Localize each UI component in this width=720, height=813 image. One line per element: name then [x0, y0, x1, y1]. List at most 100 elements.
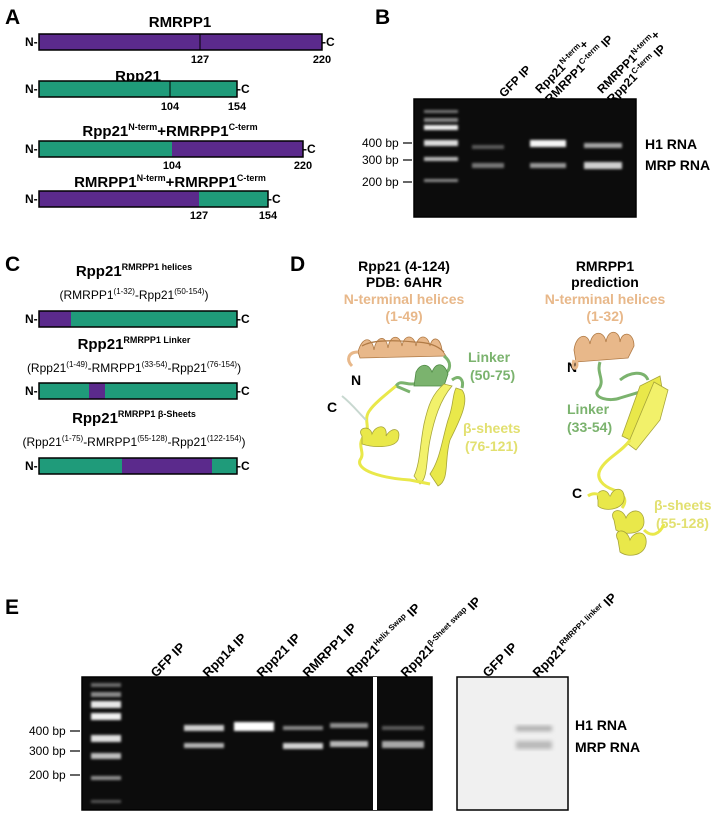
- linker-range: (33-54): [567, 419, 612, 435]
- ladder-band: [91, 735, 121, 742]
- size-marker: 300 bp: [362, 153, 399, 167]
- ladder-band: [91, 701, 121, 708]
- construct-subtitle: (Rpp21(1-75)-RMRPP1(55-128)-Rpp21(122-15…: [22, 434, 245, 449]
- panel-b: B GFP IP Rpp21N-term+ RMRPP1C-term IP RM…: [362, 6, 710, 218]
- linker-label: Linker: [567, 401, 610, 417]
- gel-band: [283, 726, 323, 730]
- gel-bands-e-right: [516, 726, 552, 749]
- lane-label: Rpp21 IP: [254, 630, 304, 680]
- construct-title: Rpp21RMRPP1 helices: [76, 262, 192, 280]
- gel-band: [584, 162, 622, 169]
- construct-subtitle: (RMRPP1(1-32)-Rpp21(50-154)): [60, 287, 209, 302]
- c-terminus-marker: C: [572, 485, 582, 501]
- helices-label: N-terminal helices: [344, 291, 465, 307]
- rmrpp1-c-segment: [172, 141, 303, 157]
- panel-label-c: C: [5, 253, 20, 276]
- residue-tick: 154: [259, 210, 278, 222]
- gel-image-e: [81, 676, 433, 811]
- residue-tick: 220: [294, 160, 312, 172]
- n-terminus-label: N-: [25, 192, 38, 206]
- lane-label: GFP IP: [496, 63, 534, 101]
- swap-segment: [122, 458, 212, 474]
- lane-label: Rpp21RMRPP1 linker IP: [530, 590, 620, 680]
- ladder-band: [424, 125, 458, 130]
- helices-range: (1-49): [385, 308, 422, 324]
- rmrpp1-structure-cartoon: [571, 331, 669, 556]
- gel-band: [283, 743, 323, 749]
- c-terminus-label: -C: [237, 82, 250, 96]
- helices-label: N-terminal helices: [545, 291, 666, 307]
- ladder-band: [424, 118, 458, 122]
- n-terminus-label: N-: [25, 312, 38, 326]
- residue-tick: 104: [161, 101, 180, 113]
- panel-label-b: B: [375, 6, 390, 29]
- n-terminus-marker: N: [351, 372, 361, 388]
- rpp21-n-segment: [39, 141, 172, 157]
- size-marker: 200 bp: [362, 175, 399, 189]
- gel-band: [184, 743, 224, 748]
- c-terminus-label: -C: [322, 35, 335, 49]
- panel-d: D Rpp21 (4-124) PDB: 6AHR N-terminal hel…: [290, 253, 712, 556]
- ladder-band: [91, 713, 121, 720]
- ladder-band: [91, 800, 121, 803]
- gel-band: [184, 725, 224, 731]
- ladder-band: [424, 179, 458, 182]
- construct-title: Rpp21N-term+RMRPP1C-term: [82, 122, 257, 140]
- panel-label-e: E: [5, 596, 19, 619]
- gel-band: [584, 143, 622, 148]
- linker-label: Linker: [468, 349, 511, 365]
- gel-band: [472, 163, 504, 168]
- band-label-h1: H1 RNA: [645, 136, 697, 152]
- band-label-h1: H1 RNA: [575, 717, 627, 733]
- construct-title: Rpp21RMRPP1 Linker: [78, 335, 191, 353]
- ladder-band: [91, 753, 121, 759]
- rpp21-c-segment: [199, 191, 268, 207]
- n-terminus-label: N-: [25, 82, 38, 96]
- construct-outline: [38, 457, 238, 475]
- structure-subtitle: prediction: [571, 274, 639, 290]
- construct-title: Rpp21RMRPP1 β-Sheets: [72, 409, 196, 427]
- rpp21-bar: [38, 80, 238, 98]
- c-terminus-label: -C: [303, 142, 316, 156]
- ladder-band: [424, 157, 458, 161]
- size-marker: 300 bp: [29, 744, 66, 758]
- sheets-label: β-sheets: [654, 497, 712, 513]
- panel-e: E GFP IP Rpp14 IP Rpp21 IP RMRPP1 IP Rpp…: [5, 590, 640, 811]
- residue-tick: 104: [163, 160, 182, 172]
- rpp21-segment: [39, 383, 237, 399]
- structure-title: RMRPP1: [576, 258, 635, 274]
- gel-bands-b: [424, 110, 622, 182]
- c-terminus-label: -C: [237, 312, 250, 326]
- lane-label: GFP IP: [480, 639, 521, 680]
- construct-outline: [38, 190, 269, 208]
- ladder-band: [91, 692, 121, 697]
- n-terminus-label: N-: [25, 384, 38, 398]
- sheets-range: (55-128): [656, 515, 709, 531]
- sheets-label: β-sheets: [463, 420, 521, 436]
- gel-bands-e: [91, 683, 424, 803]
- residue-tick: 154: [228, 101, 247, 113]
- rpp21-structure-cartoon: [341, 336, 466, 487]
- size-marker: 400 bp: [362, 136, 399, 150]
- lane-label: GFP IP: [148, 639, 189, 680]
- panel-c: C Rpp21RMRPP1 helices (RMRPP1(1-32)-Rpp2…: [5, 253, 250, 475]
- construct-outline: [38, 310, 238, 328]
- band-label-mrp: MRP RNA: [645, 157, 710, 173]
- n-terminus-label: N-: [25, 142, 38, 156]
- gel-band: [382, 741, 424, 748]
- c-terminus-label: -C: [237, 459, 250, 473]
- gel-band: [234, 722, 274, 731]
- sheets-range: (76-121): [465, 438, 518, 454]
- c-terminus-label: -C: [268, 192, 281, 206]
- gel-band: [516, 726, 552, 731]
- rmrpp1-bar: [38, 33, 323, 51]
- construct-subtitle: (Rpp21(1-49)-RMRPP1(33-54)-Rpp21(76-154)…: [27, 360, 241, 375]
- linker-range: (50-75): [470, 367, 515, 383]
- rpp21-segment: [71, 311, 237, 327]
- size-marker: 400 bp: [29, 724, 66, 738]
- gel-splice-divider: [373, 677, 377, 810]
- ladder-band: [424, 110, 458, 113]
- n-terminus-label: N-: [25, 35, 38, 49]
- construct-outline: [38, 140, 304, 158]
